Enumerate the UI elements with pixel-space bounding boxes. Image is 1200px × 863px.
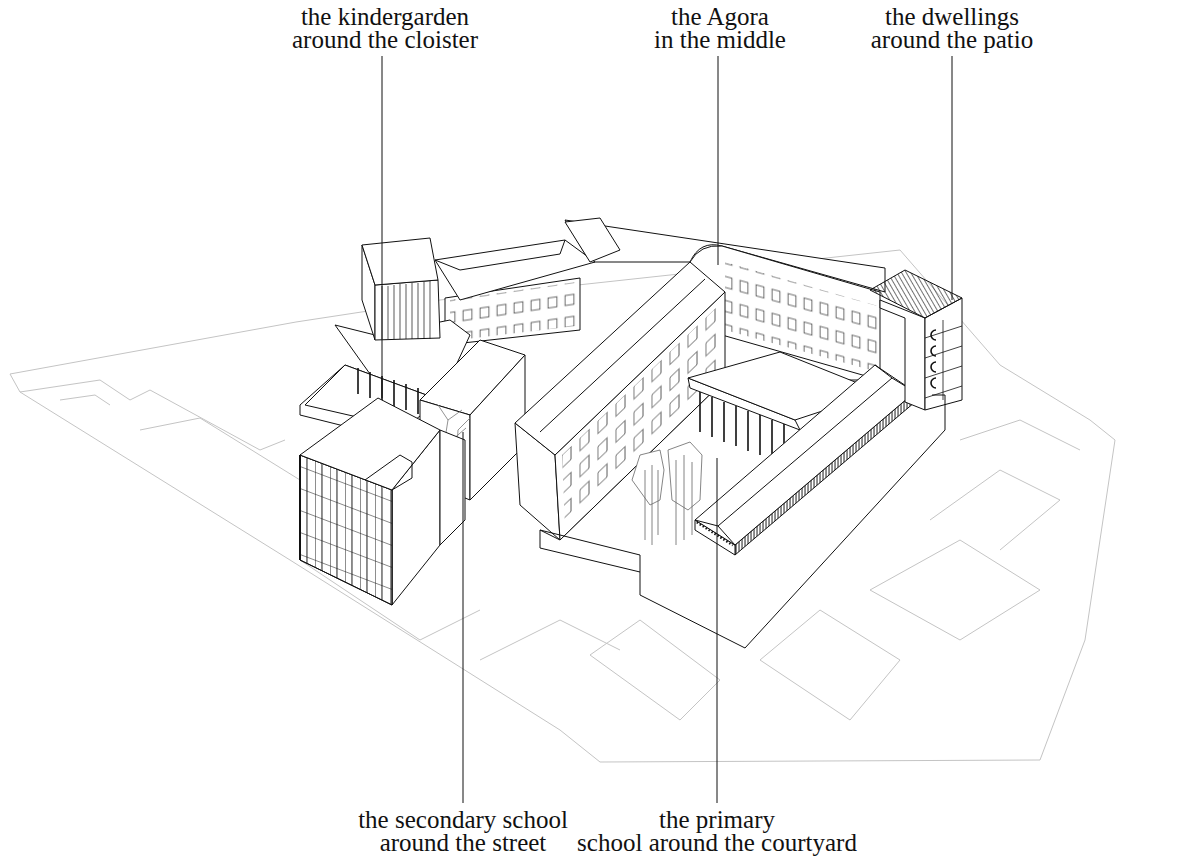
- callout-label: the Agora in the middle: [654, 5, 786, 51]
- school-wall: [440, 430, 465, 545]
- colonnade-columns: [700, 392, 784, 464]
- tower-top: [362, 238, 438, 285]
- school-top: [300, 398, 440, 490]
- leader-line: [718, 56, 719, 265]
- label-line: around the cloister: [292, 28, 478, 51]
- wing-roof: [435, 240, 595, 300]
- tower-glazing: [382, 281, 430, 339]
- label-line: the primary: [577, 808, 857, 831]
- callout-label: the secondary school around the street: [358, 808, 568, 854]
- label-line: the kindergarden: [292, 5, 478, 28]
- leader-line: [717, 458, 718, 803]
- building-complex: [300, 218, 962, 648]
- leader-line: [952, 56, 953, 300]
- label-line: in the middle: [654, 28, 786, 51]
- label-line: the Agora: [654, 5, 786, 28]
- plinth: [540, 530, 640, 572]
- dwellings-step: [932, 395, 945, 405]
- dwellings-stairs: [931, 330, 936, 388]
- leader-line: [382, 56, 383, 398]
- site-context: [10, 250, 1115, 762]
- label-line: around the patio: [871, 28, 1033, 51]
- dwellings-side: [880, 300, 925, 410]
- label-line: the secondary school: [358, 808, 568, 831]
- tower-front: [375, 280, 440, 340]
- school-corner: [299, 455, 301, 560]
- gable-roof: [565, 218, 620, 262]
- leader-line: [463, 432, 464, 803]
- dwellings-roof: [870, 270, 962, 318]
- roof-ridge: [540, 279, 705, 432]
- callout-label: the primary school around the courtyard: [577, 808, 857, 854]
- label-line: around the street: [358, 831, 568, 854]
- leader-lines: [382, 56, 952, 803]
- callout-label: the dwellings around the patio: [871, 5, 1033, 51]
- pavilion-hips: [695, 365, 915, 545]
- callout-label: the kindergarden around the cloister: [292, 5, 478, 51]
- courtyard-trees: [632, 442, 702, 545]
- dwellings-floors: [925, 320, 962, 400]
- label-line: the dwellings: [871, 5, 1033, 28]
- agora-windows: [725, 262, 878, 372]
- school-notch: [365, 455, 412, 490]
- roof-hips: [435, 240, 565, 270]
- label-line: school around the courtyard: [577, 831, 857, 854]
- pavilion-roof: [695, 365, 915, 545]
